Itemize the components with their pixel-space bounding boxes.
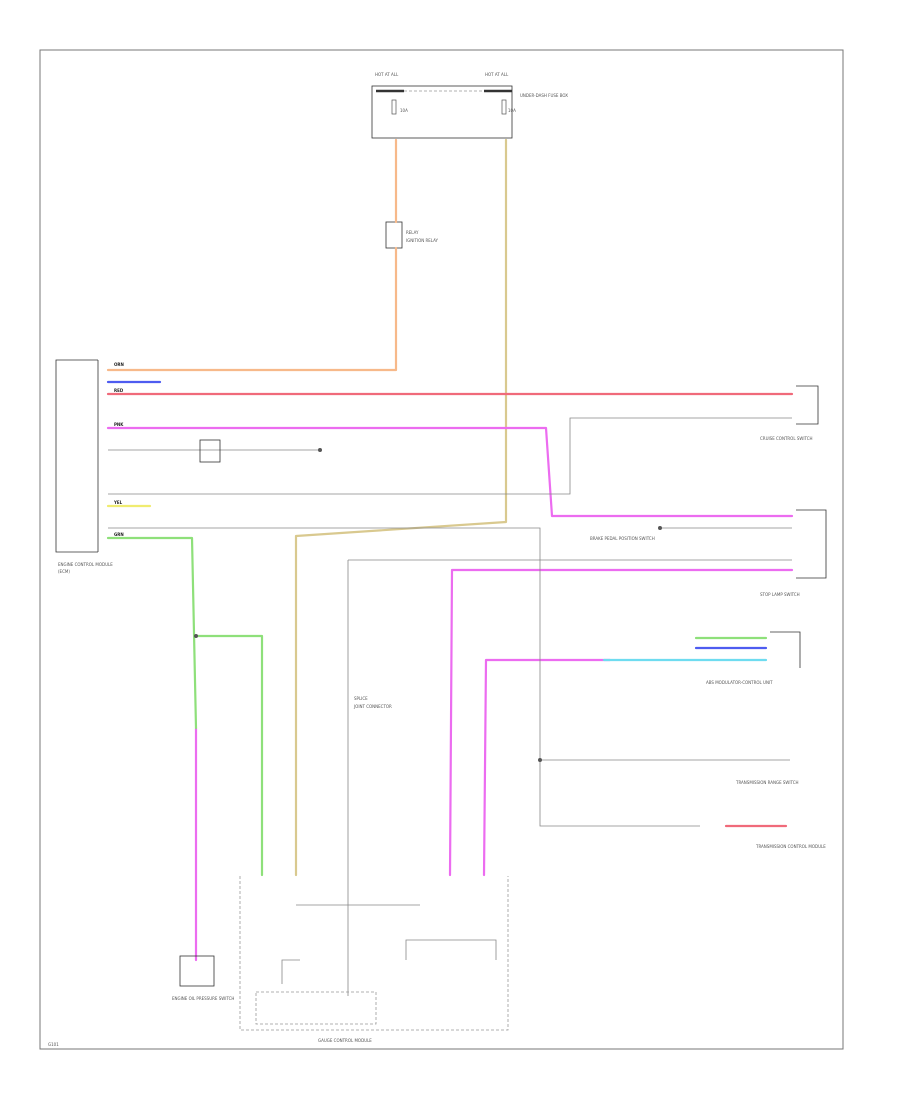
inline-connector <box>199 439 221 463</box>
relay-top-label: RELAY <box>406 230 419 235</box>
trans-range-label: TRANSMISSION RANGE SWITCH <box>735 780 799 785</box>
wire-gray-5 <box>347 559 792 996</box>
wire-code-green: GRN <box>114 532 124 537</box>
splice-dot <box>538 758 542 762</box>
diagram-frame <box>39 49 844 1050</box>
ground-label: G101 <box>48 1042 59 1047</box>
fuse-right-name: 10A <box>508 108 516 113</box>
transmission-range-switch: TRANSMISSION RANGE SWITCH <box>735 780 799 785</box>
wire-gray-3 <box>108 527 700 827</box>
cruise-switch-label: CRUISE CONTROL SWITCH <box>760 436 813 441</box>
fuse-left-name: 10A <box>400 108 408 113</box>
engine-control-module: ENGINE CONTROL MODULE (ECM) ORN RED PNK … <box>55 359 124 574</box>
fuse-right-top-label: HOT AT ALL <box>485 72 509 77</box>
fuse-box: HOT AT ALL HOT AT ALL 10A 10A UNDER-DASH… <box>371 72 568 139</box>
relay-name-label: IGNITION RELAY <box>406 238 439 243</box>
wire-code-orange: ORN <box>114 362 124 367</box>
ecm-main-label: ENGINE CONTROL MODULE <box>58 562 113 567</box>
joint-label: JOINT CONNECTOR <box>353 704 392 709</box>
cruise-control-switch: CRUISE CONTROL SWITCH <box>760 385 819 441</box>
gauge-title: GAUGE CONTROL MODULE <box>318 1038 372 1043</box>
oil-sensor-label: ENGINE OIL PRESSURE SWITCH <box>172 996 234 1001</box>
tcm-label: TRANSMISSION CONTROL MODULE <box>755 844 826 849</box>
wire-orange <box>106 138 398 372</box>
fuse-left-top-label: HOT AT ALL <box>375 72 399 77</box>
fuse-box-label: UNDER-DASH FUSE BOX <box>520 93 568 98</box>
transmission-control-module: TRANSMISSION CONTROL MODULE <box>755 844 826 849</box>
brake-switch-label: BRAKE PEDAL POSITION SWITCH <box>590 536 655 541</box>
splice-label: SPLICE <box>354 696 368 701</box>
gauge-control-module: GAUGE CONTROL MODULE <box>239 876 509 1043</box>
wire-code-yellow: YEL <box>113 500 123 505</box>
wire-pink-top <box>106 426 794 518</box>
ecm-sub-label: (ECM) <box>58 569 70 574</box>
abs-module: ABS MODULATOR-CONTROL UNIT <box>706 631 801 685</box>
stop-lamp-label: STOP LAMP SWITCH <box>760 592 800 597</box>
wire-code-pink: PNK <box>114 422 124 427</box>
ignition-relay: RELAY IGNITION RELAY <box>385 221 439 249</box>
wire-pink-mid <box>448 568 794 877</box>
splice-dot <box>194 634 198 638</box>
splice-dot <box>318 448 322 452</box>
splice-dot <box>658 526 662 530</box>
wire-code-red: RED <box>114 388 124 393</box>
wire-tan <box>294 138 508 877</box>
abs-module-label: ABS MODULATOR-CONTROL UNIT <box>706 680 773 685</box>
wire-pink-low <box>482 658 612 877</box>
oil-pressure-sensor: ENGINE OIL PRESSURE SWITCH <box>172 955 234 1001</box>
wire-green <box>106 536 264 877</box>
brake-pedal-switch: BRAKE PEDAL POSITION SWITCH STOP LAMP SW… <box>590 509 827 597</box>
wire-gray-2 <box>108 417 792 495</box>
